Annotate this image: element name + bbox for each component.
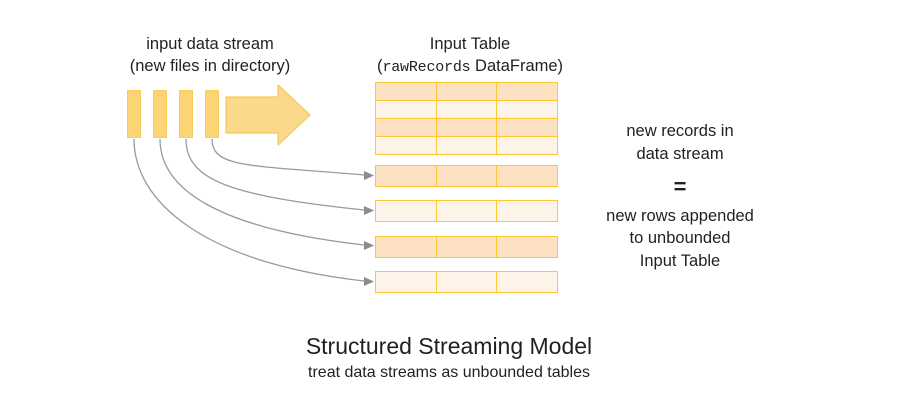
table-row	[375, 236, 558, 258]
connector-4	[211, 138, 365, 176]
table-cell	[435, 118, 498, 137]
arrowhead-3	[364, 206, 374, 215]
input-table-label-line1: Input Table	[429, 35, 511, 53]
input-table-grid	[375, 82, 558, 155]
stream-to-row-connectors	[133, 138, 365, 282]
dataframe-name: rawRecords	[382, 58, 471, 76]
table-cell	[435, 136, 498, 155]
table-cell	[375, 82, 437, 101]
table-cell	[375, 165, 437, 187]
table-cell	[375, 136, 437, 155]
table-row	[375, 136, 558, 155]
table-cell	[375, 236, 437, 258]
table-cell	[496, 200, 558, 222]
table-row	[375, 118, 558, 137]
equation-line1: new records in	[626, 122, 734, 140]
connector-arrowheads	[364, 171, 374, 286]
input-table-label-line2: (rawRecords DataFrame)	[330, 56, 610, 78]
table-row	[375, 165, 558, 187]
table-cell	[375, 118, 437, 137]
table-cell	[435, 236, 498, 258]
table-cell	[496, 165, 558, 187]
file-block-4	[205, 90, 219, 138]
appended-row-3	[375, 236, 558, 258]
arrowhead-1	[364, 277, 374, 286]
dataframe-suffix: DataFrame)	[470, 56, 564, 75]
file-block-2	[153, 90, 167, 138]
input-stream-label-line2: (new files in directory)	[129, 56, 291, 75]
table-cell	[375, 271, 437, 293]
file-block-3	[179, 90, 193, 138]
equals-sign: =	[673, 173, 687, 199]
table-cell	[375, 200, 437, 222]
table-row	[375, 100, 558, 119]
table-cell	[435, 271, 498, 293]
equation-line3: new rows appended	[606, 206, 754, 225]
table-cell	[375, 100, 437, 119]
appended-row-2	[375, 200, 558, 222]
arrowhead-4	[364, 171, 374, 180]
table-row	[375, 271, 558, 293]
table-cell	[496, 82, 558, 101]
file-block-1	[127, 90, 141, 138]
table-cell	[496, 118, 558, 137]
connector-2	[159, 138, 365, 246]
caption-subtitle: treat data streams as unbounded tables	[308, 363, 590, 381]
arrowhead-2	[364, 241, 374, 250]
equation-line2: data stream	[636, 144, 724, 163]
equation-line4: to unbounded	[629, 229, 731, 248]
appended-row-4	[375, 271, 558, 293]
connector-1	[133, 138, 365, 282]
input-table-label: Input Table (rawRecords DataFrame)	[330, 34, 610, 78]
connector-3	[185, 138, 365, 211]
table-cell	[496, 271, 558, 293]
table-cell	[435, 165, 498, 187]
table-cell	[496, 100, 558, 119]
table-row	[375, 200, 558, 222]
paren-open: (	[376, 56, 383, 75]
appended-row-1	[375, 165, 558, 187]
caption-title: Structured Streaming Model	[305, 333, 593, 359]
table-cell	[435, 200, 498, 222]
equation-annotation: new records in data stream = new rows ap…	[580, 120, 780, 273]
input-stream-label-line1: input data stream	[146, 35, 274, 53]
table-cell	[496, 236, 558, 258]
input-stream-label: input data stream (new files in director…	[70, 34, 350, 78]
stream-arrow-icon	[225, 84, 311, 146]
table-cell	[435, 82, 498, 101]
diagram-caption: Structured Streaming Model treat data st…	[199, 332, 699, 383]
equation-line5: Input Table	[639, 252, 721, 271]
table-row	[375, 82, 558, 101]
table-cell	[435, 100, 498, 119]
table-cell	[496, 136, 558, 155]
